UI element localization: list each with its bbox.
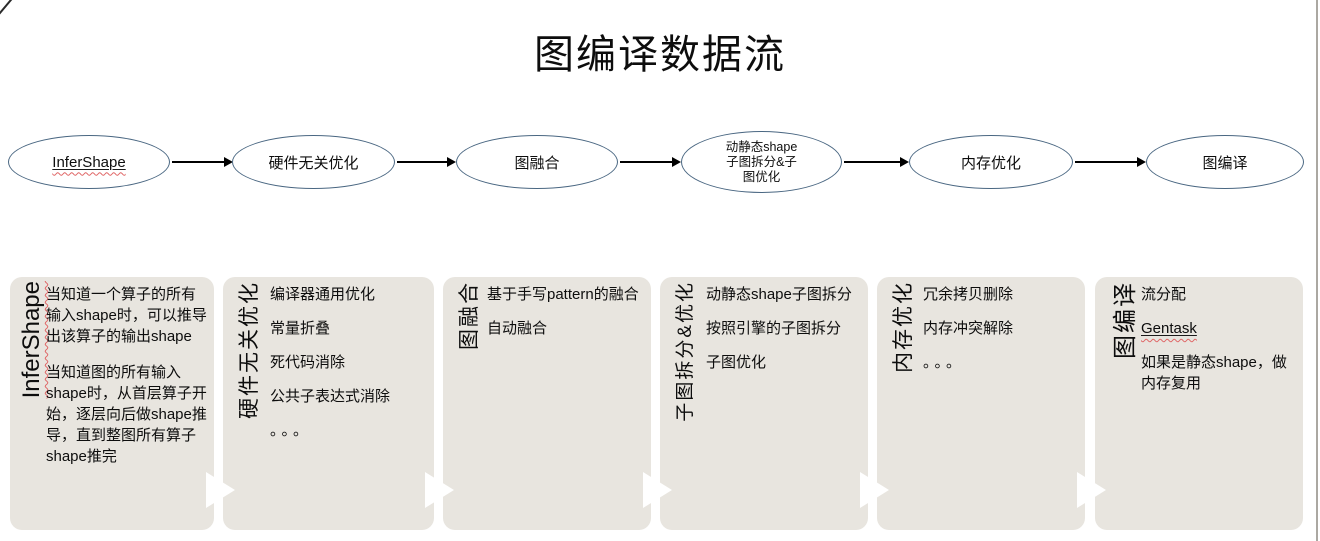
panel-label-infershape: InferShape	[18, 281, 45, 399]
panel-text: 编译器通用优化	[270, 286, 376, 303]
panel-text: 如果是静态shape，做内存复用	[1141, 354, 1287, 392]
panel-content: 冗余拷贝删除 内存冲突解除 。。。	[923, 284, 1079, 386]
flow-arrow-icon	[844, 157, 909, 166]
flow-node-infershape[interactable]: InferShape	[8, 135, 170, 189]
panel-content: 基于手写pattern的融合 自动融合	[487, 284, 645, 352]
panel-content: 当知道一个算子的所有输入shape时，可以推导出该算子的输出shape 当知道图…	[46, 284, 208, 480]
panel-text: 公共子表达式消除	[270, 388, 391, 405]
panel-text: Gentask	[1141, 318, 1297, 339]
panel-text: 当知道图的所有输入shape时，从首层算子开始，逐层向后做shape推导，直到整…	[46, 364, 207, 465]
flow-node-graph-compile[interactable]: 图编译	[1146, 135, 1304, 189]
panel-arrow-icon	[206, 472, 235, 508]
panel-label-memory-opt: 内存优化	[892, 281, 915, 373]
spellcheck-underline: Gentask	[1141, 320, 1197, 337]
panel-text: 死代码消除	[270, 354, 346, 371]
window-edge-line	[1316, 0, 1318, 541]
panel-text: 常量折叠	[270, 320, 331, 337]
panel-text: 流分配	[1141, 286, 1187, 303]
flow-node-label: InferShape	[52, 153, 126, 171]
corner-mark	[0, 0, 13, 16]
panel-infershape[interactable]: InferShape 当知道一个算子的所有输入shape时，可以推导出该算子的输…	[10, 277, 214, 530]
panel-text: 动静态shape子图拆分	[706, 286, 852, 303]
panel-content: 编译器通用优化 常量折叠 死代码消除 公共子表达式消除 。。。	[270, 284, 428, 454]
flow-arrow-icon	[397, 157, 456, 166]
panel-memory-opt[interactable]: 内存优化 冗余拷贝删除 内存冲突解除 。。。	[877, 277, 1085, 530]
panel-graph-compile[interactable]: 图编译 流分配 Gentask 如果是静态shape，做内存复用	[1095, 277, 1303, 530]
panel-text-ellipsis: 。。。	[923, 354, 966, 371]
flow-arrow-icon	[172, 157, 233, 166]
panel-arrow-icon	[860, 472, 889, 508]
flow-node-label: 硬件无关优化	[268, 154, 359, 172]
flow-node-graph-fusion[interactable]: 图融合	[456, 135, 618, 189]
flow-arrow-icon	[620, 157, 681, 166]
panel-text-ellipsis: 。。。	[270, 422, 313, 439]
flow-node-label: 动静态shape 子图拆分&子 图优化	[725, 139, 798, 184]
panel-content: 流分配 Gentask 如果是静态shape，做内存复用	[1141, 284, 1297, 407]
flow-node-memory-opt[interactable]: 内存优化	[909, 135, 1073, 189]
panel-text: 自动融合	[487, 320, 548, 337]
panel-label-graph-fusion: 图融合	[458, 281, 481, 350]
panel-content: 动静态shape子图拆分 按照引擎的子图拆分 子图优化	[706, 284, 862, 386]
panel-text: 基于手写pattern的融合	[487, 286, 639, 303]
panel-text: 子图优化	[706, 354, 767, 371]
panel-text: 冗余拷贝删除	[923, 286, 1014, 303]
flow-node-hw-independent-opt[interactable]: 硬件无关优化	[232, 135, 395, 189]
panel-text: 按照引擎的子图拆分	[706, 320, 842, 337]
page-title: 图编译数据流	[534, 33, 786, 77]
panel-label-subgraph-split-opt: 子图拆分&优化	[675, 281, 696, 422]
panel-arrow-icon	[643, 472, 672, 508]
flow-arrow-icon	[1075, 157, 1146, 166]
flow-node-label: 图编译	[1202, 154, 1248, 172]
flow-node-label: 内存优化	[960, 154, 1021, 172]
panel-label-hw-independent-opt: 硬件无关优化	[238, 281, 261, 419]
flow-node-label: 图融合	[514, 154, 560, 172]
spellcheck-underline: InferShape	[52, 154, 125, 171]
panel-arrow-icon	[425, 472, 454, 508]
panel-subgraph-split-opt[interactable]: 子图拆分&优化 动静态shape子图拆分 按照引擎的子图拆分 子图优化	[660, 277, 868, 530]
flow-node-subgraph-split-opt[interactable]: 动静态shape 子图拆分&子 图优化	[681, 131, 842, 193]
panel-text: 内存冲突解除	[923, 320, 1014, 337]
panel-hw-independent-opt[interactable]: 硬件无关优化 编译器通用优化 常量折叠 死代码消除 公共子表达式消除 。。。	[223, 277, 434, 530]
panel-arrow-icon	[1077, 472, 1106, 508]
panel-label-graph-compile: 图编译	[1112, 281, 1139, 359]
panel-graph-fusion[interactable]: 图融合 基于手写pattern的融合 自动融合	[443, 277, 651, 530]
panel-text: 当知道一个算子的所有输入shape时，可以推导出该算子的输出shape	[46, 286, 207, 345]
